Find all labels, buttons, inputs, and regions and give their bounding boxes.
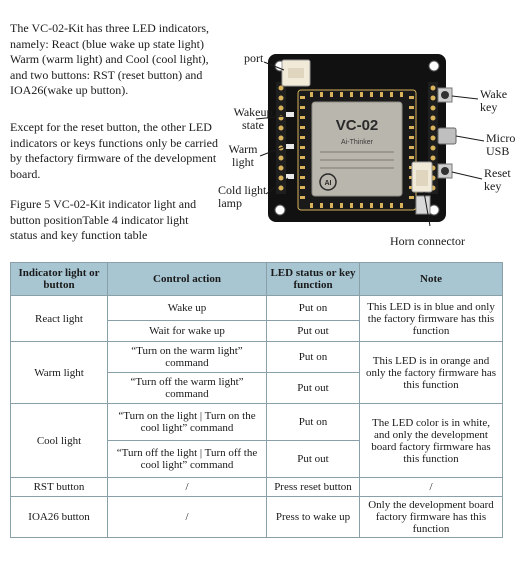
react-light-name: React light [10, 295, 108, 342]
table-header-row: Indicator light or button Control action… [10, 262, 503, 296]
board-figure: VC-02 Ai-Thinker AI [216, 46, 516, 256]
reset-button-icon [437, 163, 453, 179]
ioa26-action: / [107, 496, 267, 538]
label-horn-connector: Horn connector [390, 234, 465, 248]
intro-paragraph-1: The VC-02-Kit has three LED indicators, … [10, 21, 210, 97]
rst-note: / [359, 477, 503, 497]
rst-button-name: RST button [10, 477, 108, 497]
ai-logo-icon [319, 173, 337, 191]
label-wakeup-state: Wakeup state [233, 105, 273, 132]
rst-action: / [107, 477, 267, 497]
warm-status-2: Put out [266, 372, 360, 404]
ioa26-note: Only the development board factory firmw… [359, 496, 503, 538]
header-led-status: LED status or key function [266, 262, 360, 296]
warm-led-icon [286, 144, 294, 149]
micro-usb-port-icon [437, 127, 457, 145]
cool-led-icon [286, 174, 294, 179]
warm-status-1: Put on [266, 341, 360, 373]
react-status-1: Put on [266, 295, 360, 321]
cool-status-1: Put on [266, 403, 360, 441]
indicator-function-table: Indicator light or button Control action… [10, 262, 503, 538]
cool-light-name: Cool light [10, 403, 108, 478]
table-row: IOA26 button / Press to wake up Only the… [10, 496, 503, 538]
label-micro-usb: Micro USB [486, 131, 516, 158]
cool-status-2: Put out [266, 440, 360, 478]
horn-connector-icon [411, 161, 433, 193]
ioa26-button-name: IOA26 button [10, 496, 108, 538]
label-port: port [244, 51, 264, 65]
table-row: “Turn off the light | Turn off the cool … [11, 440, 503, 478]
header-control-action: Control action [107, 262, 267, 296]
warm-note: This LED is in orange and only the facto… [359, 341, 503, 404]
left-pin-header [276, 82, 286, 194]
rst-status: Press reset button [266, 477, 360, 497]
module-brand-text: Ai-Thinker [341, 139, 374, 146]
header-note: Note [359, 262, 503, 296]
vc02-module: VC-02 Ai-Thinker AI [297, 89, 417, 211]
table-row: Wait for wake up Put out [11, 320, 503, 342]
cool-action-2: “Turn off the light | Turn off the cool … [107, 440, 267, 478]
ioa26-status: Press to wake up [266, 496, 360, 538]
label-wake-key: Wake key [480, 87, 508, 114]
module-model-text: VC-02 [336, 117, 379, 134]
label-warm-light: Warm light [228, 142, 258, 169]
react-status-2: Put out [266, 320, 360, 342]
react-action-1: Wake up [107, 295, 267, 321]
react-action-2: Wait for wake up [107, 320, 267, 342]
intro-paragraph-2: Except for the reset button, the other L… [10, 120, 218, 181]
label-cold-light: Cold light lamp [218, 183, 267, 210]
figure-caption: Figure 5 VC-02-Kit indicator light and b… [10, 197, 197, 242]
warm-action-2: “Turn off the warm light” command [107, 372, 267, 404]
react-note: This LED is in blue and only the factory… [359, 295, 503, 342]
vc02-kit-board-image: VC-02 Ai-Thinker AI [255, 54, 485, 227]
wake-button-icon [437, 87, 453, 103]
header-indicator: Indicator light or button [10, 262, 108, 296]
warm-light-name: Warm light [10, 341, 108, 404]
warm-action-1: “Turn on the warm light” command [107, 341, 267, 373]
table-row: React light Wake up Put on This LED is i… [10, 295, 503, 342]
table-row: Cool light “Turn on the light | Turn on … [10, 403, 503, 478]
label-pointer-lines [255, 61, 485, 227]
table-row: RST button / Press reset button / [10, 477, 503, 497]
label-reset-key: Reset key [484, 166, 511, 193]
react-led-icon [286, 112, 294, 117]
cool-action-1: “Turn on the light | Turn on the cool li… [107, 403, 267, 441]
port-connector [281, 59, 311, 87]
cool-note: The LED color is in white, and only the … [359, 403, 503, 478]
table-row: Warm light “Turn on the warm light” comm… [10, 341, 503, 404]
svg-text:AI: AI [325, 180, 332, 187]
